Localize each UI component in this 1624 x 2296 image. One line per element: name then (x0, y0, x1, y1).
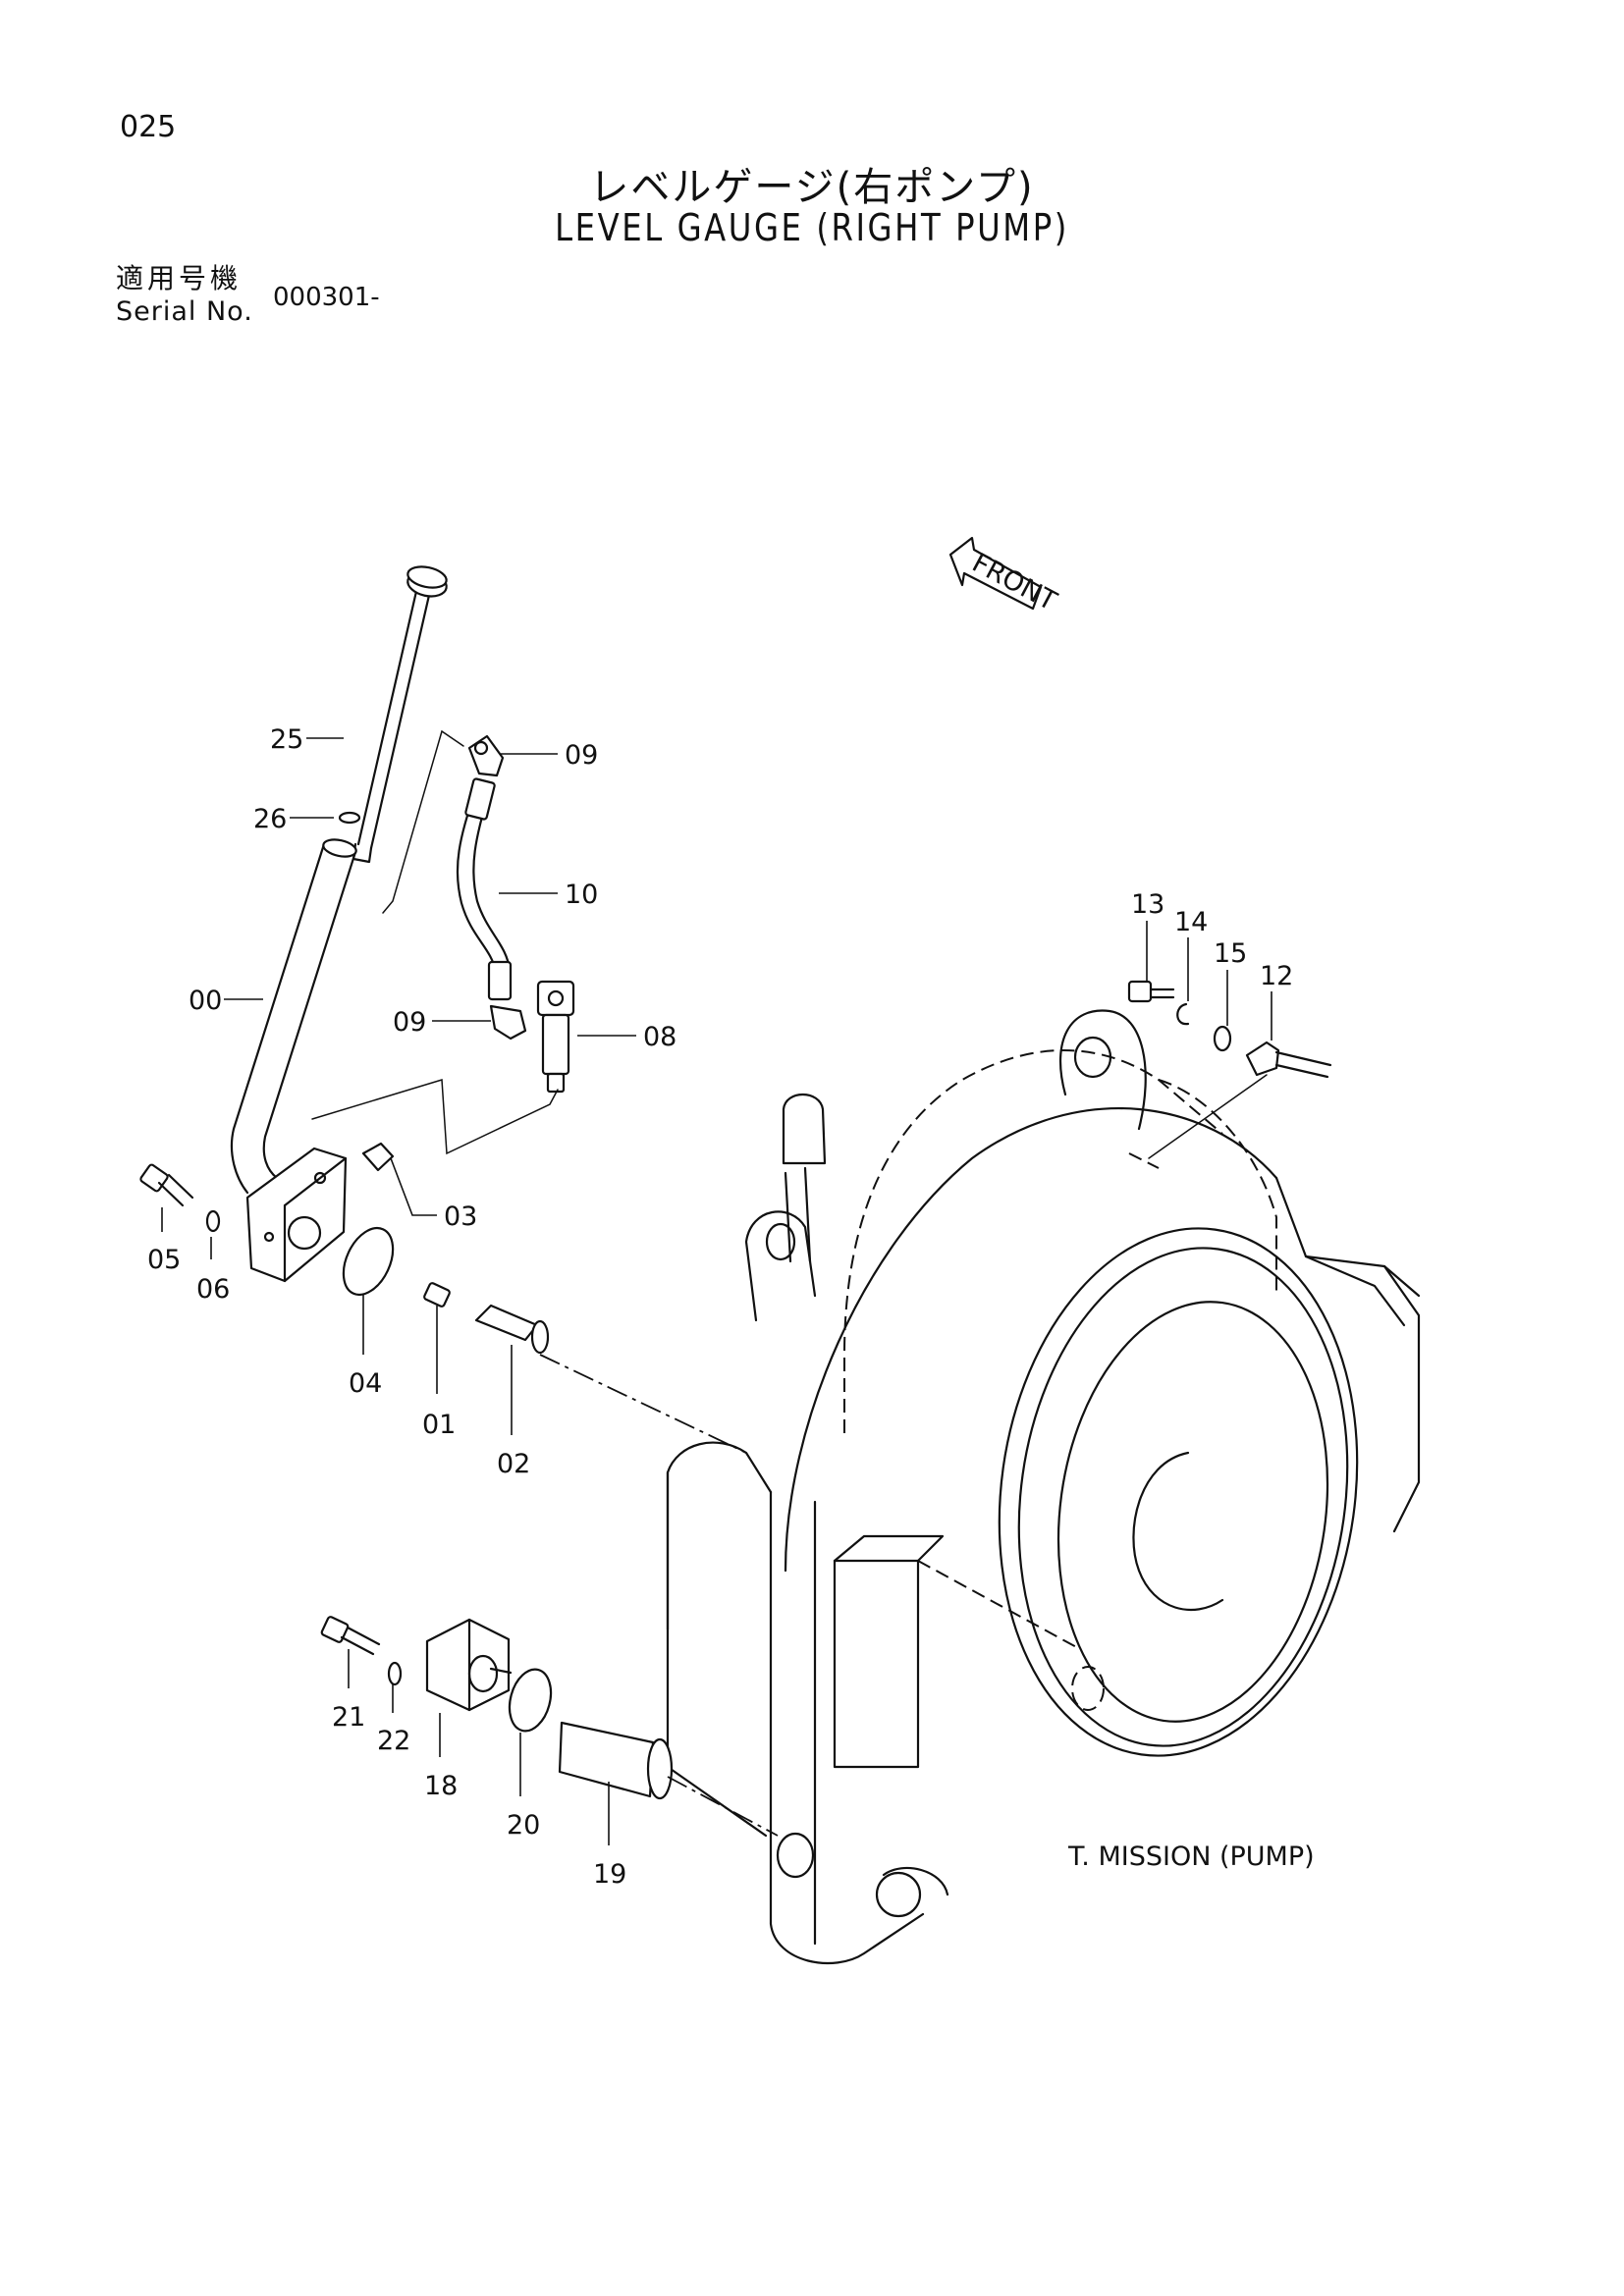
washer-part-22 (387, 1661, 403, 1686)
plug-part-03 (361, 1142, 395, 1172)
callout-03: 03 (444, 1201, 477, 1232)
callout-25: 25 (270, 724, 303, 755)
callout-08: 08 (643, 1022, 677, 1052)
pin-leader (1148, 1074, 1268, 1159)
bolt-part-13 (1127, 980, 1175, 1003)
serial-label: Serial No. (116, 296, 253, 327)
page-title: LEVEL GAUGE (RIGHT PUMP) (555, 206, 1069, 249)
callout-01: 01 (422, 1410, 456, 1440)
callout-20: 20 (507, 1810, 540, 1841)
elbow-fitting-part-09-upper (467, 734, 505, 777)
cover-part-18 (425, 1618, 513, 1712)
dipstick-part-25 (352, 565, 448, 864)
washer-part-06 (205, 1209, 221, 1233)
o-ring-part-04 (342, 1226, 395, 1297)
callout-14: 14 (1174, 907, 1208, 937)
filter-part-19 (558, 1721, 674, 1800)
callout-00: 00 (189, 986, 222, 1016)
callout-02: 02 (497, 1449, 530, 1479)
callout-19: 19 (593, 1859, 626, 1890)
page-title-japanese: レベルゲージ(右ポンプ) (589, 165, 1035, 210)
callout-10: 10 (565, 880, 598, 910)
callout-22: 22 (377, 1726, 410, 1756)
axis-line-lower (667, 1776, 779, 1837)
callout-21: 21 (332, 1702, 365, 1733)
callout-09-upper: 09 (565, 740, 598, 771)
pin-part-12 (1245, 1041, 1332, 1079)
callout-05: 05 (147, 1245, 181, 1275)
callout-12: 12 (1260, 961, 1293, 991)
switch-part-08 (536, 980, 575, 1094)
callout-15: 15 (1214, 938, 1247, 969)
assembly-label: T. MISSION (PUMP) (1067, 1842, 1315, 1872)
callout-09-lower: 09 (393, 1007, 426, 1038)
elbow-fitting-part-09-lower (489, 1004, 527, 1041)
page-number: 025 (120, 110, 177, 144)
connector-part-01 (423, 1282, 451, 1308)
level-gauge-pipe-part-00 (230, 838, 357, 1195)
callout-18: 18 (424, 1771, 458, 1801)
transmission-housing (666, 1009, 1421, 1965)
bolt-part-05 (139, 1163, 194, 1207)
washer-part-15 (1213, 1025, 1232, 1052)
serial-label-japanese: 適用号機 (116, 262, 243, 294)
serial-number-value: 000301- (273, 283, 380, 312)
axis-line-upper (539, 1354, 747, 1454)
strainer-part-02 (474, 1304, 550, 1355)
callout-26: 26 (253, 804, 287, 834)
callout-04: 04 (349, 1368, 382, 1399)
callout-06: 06 (196, 1274, 230, 1305)
o-ring-part-26 (338, 811, 361, 825)
front-arrow-icon: FRONT (948, 536, 1061, 617)
bolt-part-21 (320, 1616, 381, 1656)
callout-13: 13 (1131, 889, 1164, 920)
o-ring-part-20 (508, 1668, 553, 1733)
gauge-block-body (245, 1147, 348, 1283)
hose-part-10 (456, 777, 513, 1001)
snap-ring-part-14 (1176, 1002, 1190, 1026)
